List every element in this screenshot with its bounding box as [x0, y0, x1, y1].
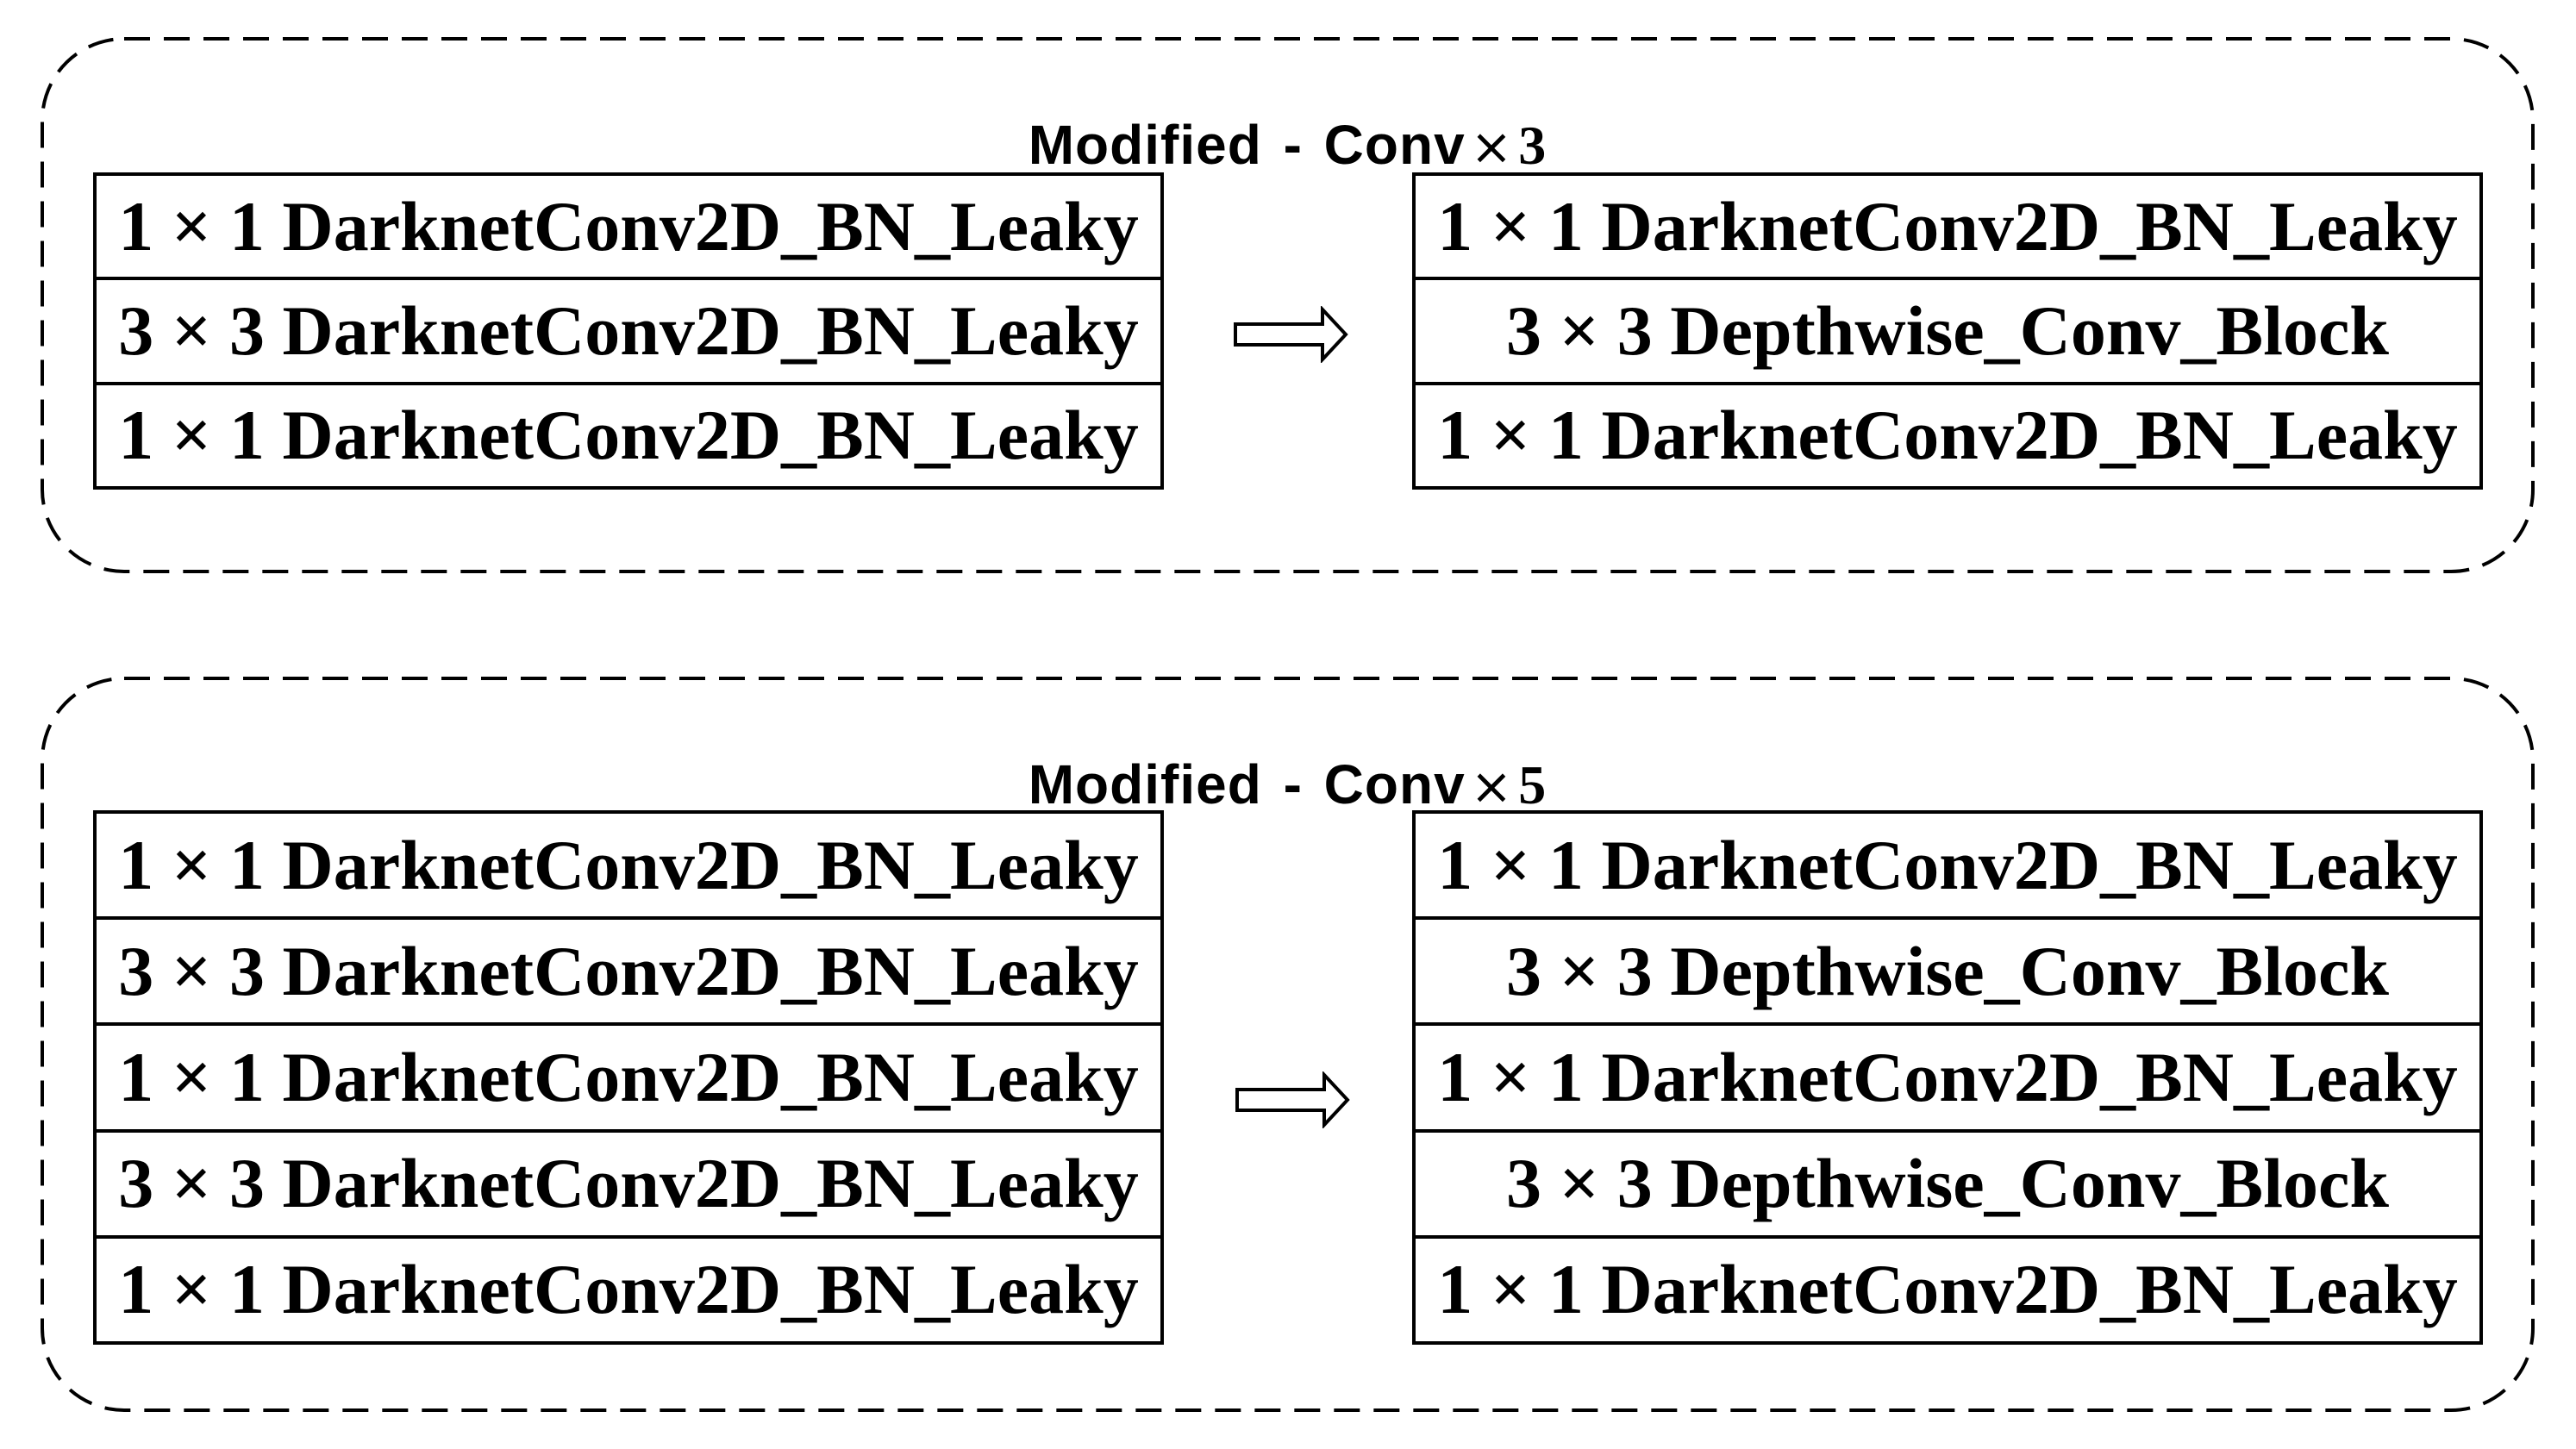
panel-title-prefix: Modified - Conv	[1028, 753, 1466, 816]
table-row: 1 × 1 DarknetConv2D_BN_Leaky	[1437, 186, 2458, 265]
table-row: 1 × 1 DarknetConv2D_BN_Leaky	[1416, 381, 2479, 486]
right-block-arrow-icon	[1234, 306, 1348, 363]
table-row: 1 × 1 DarknetConv2D_BN_Leaky	[1437, 825, 2458, 904]
panel-title: Modified - Conv×3	[41, 117, 2535, 174]
table-row: 1 × 1 DarknetConv2D_BN_Leaky	[97, 1234, 1160, 1341]
panel-title-count: 5	[1518, 754, 1547, 816]
table-row: 1 × 1 DarknetConv2D_BN_Leaky	[1416, 1234, 2479, 1341]
multiply-sign: ×	[1470, 757, 1514, 816]
table-row: 1 × 1 DarknetConv2D_BN_Leaky	[97, 1022, 1160, 1128]
panel-title-count: 3	[1518, 115, 1547, 177]
panel-title-prefix: Modified - Conv	[1028, 114, 1466, 177]
table-row: 3 × 3 Depthwise_Conv_Block	[1416, 277, 2479, 381]
table-row: 3 × 3 Depthwise_Conv_Block	[1416, 916, 2479, 1022]
table-row: 3 × 3 DarknetConv2D_BN_Leaky	[97, 916, 1160, 1022]
panel-modified-conv3: Modified - Conv×3 1 × 1 DarknetConv2D_BN…	[41, 37, 2535, 573]
table-row: 1 × 1 DarknetConv2D_BN_Leaky	[1416, 1022, 2479, 1128]
conv-table-modified: 1 × 1 DarknetConv2D_BN_Leaky 3 × 3 Depth…	[1412, 172, 2483, 490]
multiply-sign: ×	[1470, 117, 1514, 177]
table-row: 1 × 1 DarknetConv2D_BN_Leaky	[97, 381, 1160, 486]
conv-table-modified: 1 × 1 DarknetConv2D_BN_Leaky 3 × 3 Depth…	[1412, 810, 2483, 1345]
table-row: 1 × 1 DarknetConv2D_BN_Leaky	[118, 186, 1139, 265]
right-block-arrow-icon	[1235, 1071, 1350, 1128]
table-row: 3 × 3 DarknetConv2D_BN_Leaky	[97, 1128, 1160, 1235]
table-row: 3 × 3 Depthwise_Conv_Block	[1416, 1128, 2479, 1235]
panel-title: Modified - Conv×5	[41, 757, 2535, 814]
table-row: 1 × 1 DarknetConv2D_BN_Leaky	[118, 825, 1139, 904]
panel-modified-conv5: Modified - Conv×5 1 × 1 DarknetConv2D_BN…	[41, 677, 2535, 1412]
conv-table-original: 1 × 1 DarknetConv2D_BN_Leaky 3 × 3 Darkn…	[93, 172, 1164, 490]
table-row: 3 × 3 DarknetConv2D_BN_Leaky	[97, 277, 1160, 381]
conv-table-original: 1 × 1 DarknetConv2D_BN_Leaky 3 × 3 Darkn…	[93, 810, 1164, 1345]
